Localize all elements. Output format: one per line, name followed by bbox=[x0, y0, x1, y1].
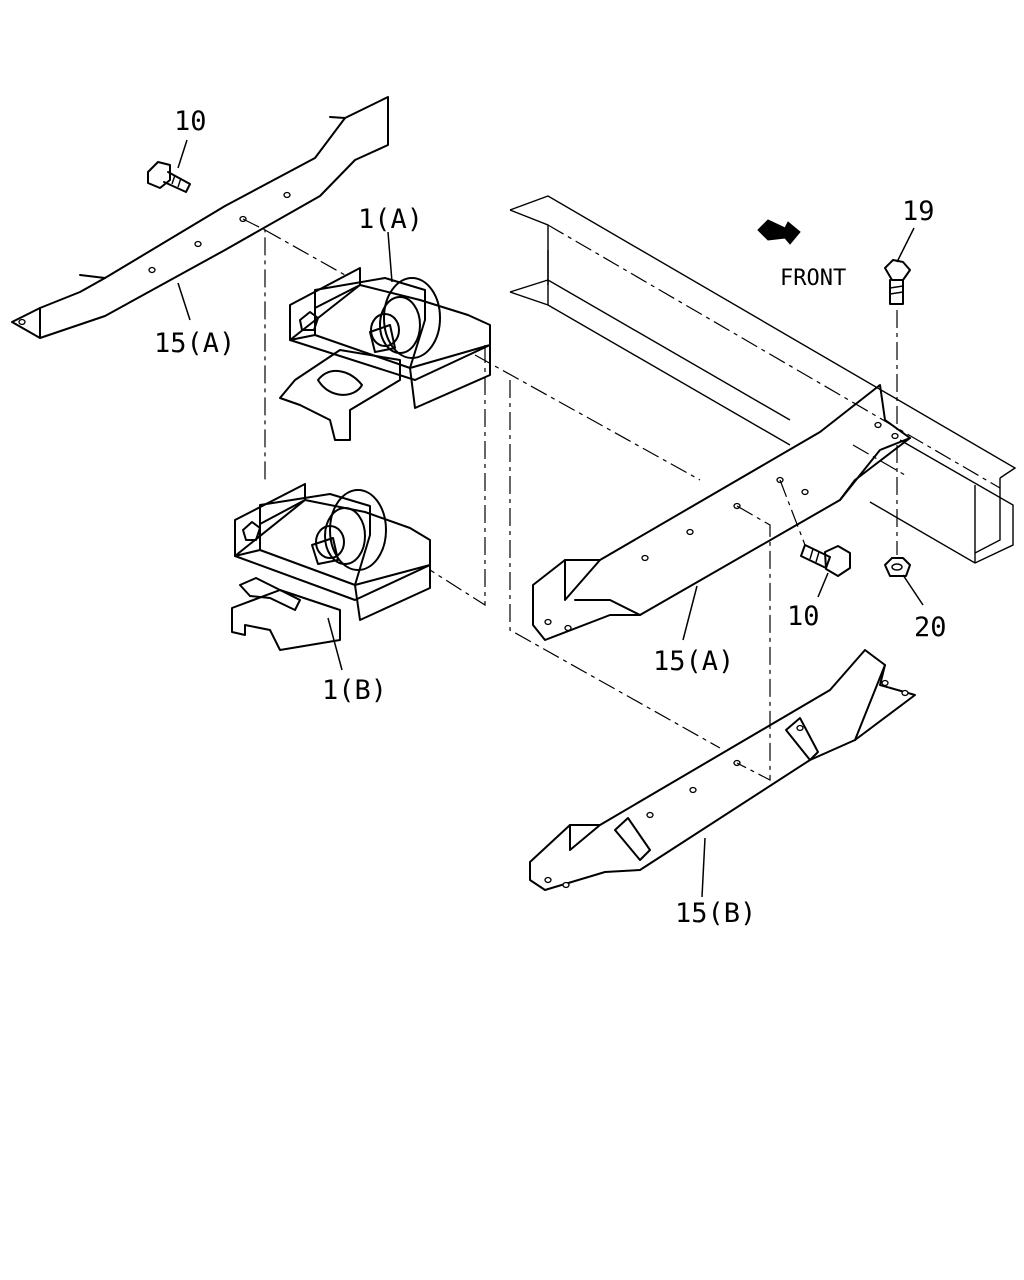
bolt-10-right bbox=[800, 544, 851, 577]
bracket-15a-right bbox=[532, 384, 911, 641]
label-mount-1b: 1(B) bbox=[322, 675, 387, 706]
engine-mount-1a bbox=[279, 267, 491, 441]
bracket-15a-left bbox=[11, 96, 389, 339]
nut-20 bbox=[884, 557, 911, 577]
front-arrow-icon bbox=[757, 219, 801, 245]
label-mount-1a: 1(A) bbox=[358, 204, 423, 235]
label-bracket-15b: 15(B) bbox=[675, 898, 756, 929]
bolt-10-top bbox=[147, 161, 191, 193]
bolt-19 bbox=[884, 259, 911, 305]
engine-mount-1b bbox=[231, 483, 431, 651]
leader-lines bbox=[177, 139, 924, 898]
bracket-15b bbox=[529, 649, 916, 891]
label-bracket-15a-left: 15(A) bbox=[154, 328, 235, 359]
label-bolt-10-top: 10 bbox=[174, 106, 207, 137]
label-nut-20: 20 bbox=[914, 612, 947, 643]
assembly-lines bbox=[242, 218, 906, 781]
label-bolt-19: 19 bbox=[902, 196, 935, 227]
label-front: FRONT bbox=[780, 266, 846, 291]
frame-rail bbox=[509, 195, 1017, 564]
label-bracket-15a-right: 15(A) bbox=[653, 646, 734, 677]
label-bolt-10-right: 10 bbox=[787, 601, 820, 632]
